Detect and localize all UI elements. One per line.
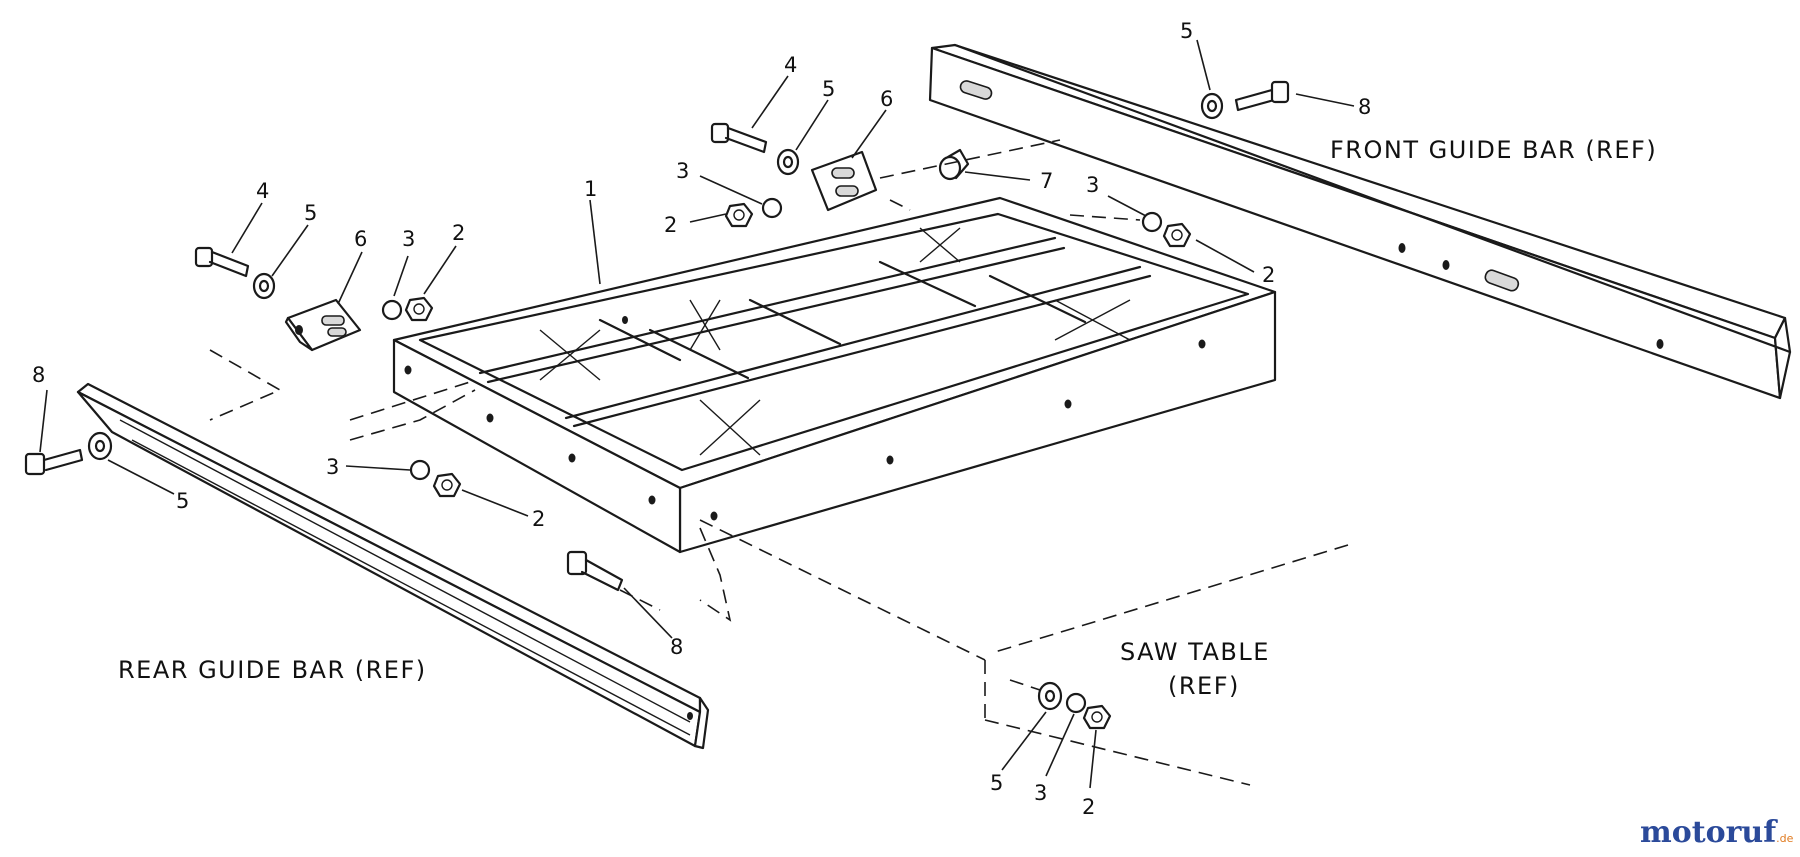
callout-3-saw: 3: [1034, 781, 1047, 805]
nut-icon: [1162, 222, 1192, 248]
front-guide-bar: [928, 43, 1792, 400]
callout-5-top: 5: [822, 77, 835, 101]
rear-bar-hardware: [24, 431, 113, 476]
bracket-icon: [810, 150, 878, 212]
callout-5-left: 5: [304, 201, 317, 225]
callout-3-right: 3: [1086, 173, 1099, 197]
nut-icon: [404, 296, 434, 322]
nut-icon: [724, 202, 754, 228]
callout-3-left: 3: [402, 227, 415, 251]
callout-5-front: 5: [1180, 19, 1193, 43]
lower-bolt-hardware: [566, 527, 732, 622]
label-rear-guide-bar: REAR GUIDE BAR (REF): [118, 656, 427, 684]
lockwasher-icon: [761, 197, 783, 219]
lockwasher-icon: [381, 299, 403, 321]
bolt-icon: [194, 246, 250, 278]
callout-2-lower: 2: [532, 507, 545, 531]
callout-numbers: 1 4 5 6 3 2 4 5 6 3 2 7 3 2 5 8 8 5 3 2 …: [32, 19, 1371, 819]
label-front-guide-bar: FRONT GUIDE BAR (REF): [1330, 136, 1657, 164]
watermark-brand-part1: moto: [1640, 815, 1726, 850]
reference-labels: FRONT GUIDE BAR (REF) REAR GUIDE BAR (RE…: [118, 136, 1657, 700]
label-saw-table-ref: (REF): [1168, 672, 1240, 700]
callout-8-rear: 8: [32, 363, 45, 387]
callout-2-saw: 2: [1082, 795, 1095, 819]
watermark-suffix: .de: [1776, 832, 1793, 845]
main-frame: [392, 196, 1277, 554]
watermark-brand-part2: ruf: [1726, 815, 1779, 850]
lower-left-hardware: [349, 389, 476, 498]
callout-2-right: 2: [1262, 263, 1275, 287]
callout-3-lower: 3: [326, 455, 339, 479]
top-bracket-group: [710, 122, 1061, 228]
saw-table-ref: [699, 519, 1349, 786]
watermark-logo: motoruf.de: [1640, 815, 1794, 850]
callout-5-saw: 5: [990, 771, 1003, 795]
nut-icon: [1082, 704, 1112, 730]
right-hardware-group: [1069, 211, 1192, 248]
callout-7: 7: [1040, 169, 1053, 193]
saw-table-hardware: [1009, 679, 1112, 730]
lockwasher-icon: [1065, 692, 1087, 714]
bolt-icon: [1234, 80, 1290, 112]
callout-3-top: 3: [676, 159, 689, 183]
rear-guide-bar: [76, 382, 710, 750]
callout-6-left: 6: [354, 227, 367, 251]
callout-1: 1: [584, 177, 597, 201]
callout-6-top: 6: [880, 87, 893, 111]
bracket-icon: [284, 298, 362, 352]
leader-lines: [39, 39, 1355, 789]
nut-icon: [432, 472, 462, 498]
callout-4-left: 4: [256, 179, 269, 203]
callout-2-left: 2: [452, 221, 465, 245]
bolt-icon: [24, 448, 84, 476]
front-bar-hardware: [1200, 80, 1290, 120]
lockwasher-icon: [409, 459, 431, 481]
spacer-icon: [938, 148, 970, 181]
bolt-icon: [566, 550, 624, 592]
left-bracket-group: [194, 246, 471, 421]
bolt-icon: [710, 122, 768, 154]
svg-text:motoruf.de: motoruf.de: [1640, 815, 1794, 850]
callout-8-lower: 8: [670, 635, 683, 659]
callout-5-rear: 5: [176, 489, 189, 513]
callout-2-top: 2: [664, 213, 677, 237]
callout-4-top: 4: [784, 53, 797, 77]
lockwasher-icon: [1141, 211, 1163, 233]
callout-8-front: 8: [1358, 95, 1371, 119]
label-saw-table: SAW TABLE: [1120, 638, 1270, 666]
